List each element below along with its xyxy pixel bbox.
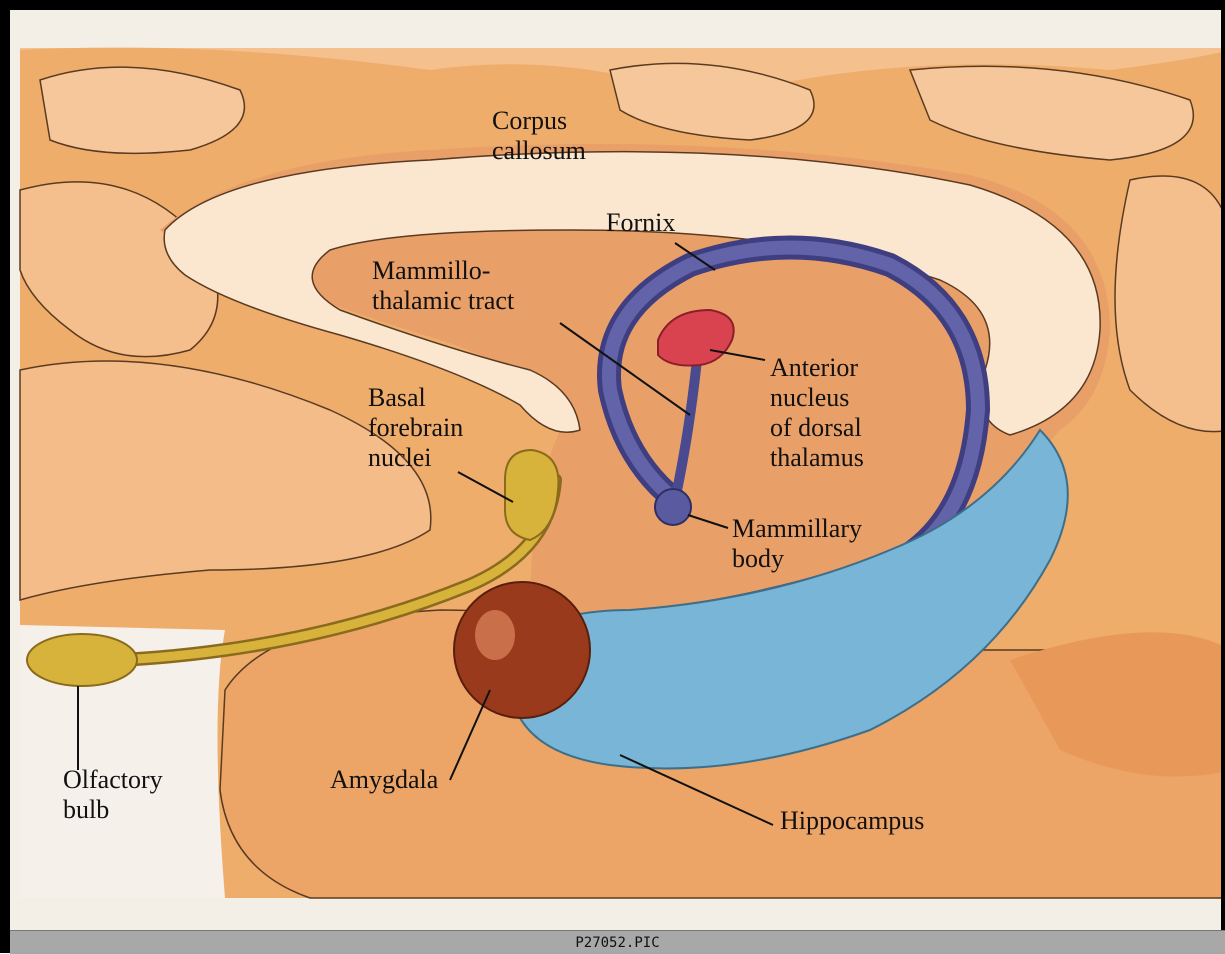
label-mammillary-body: Mammillary body [732,514,862,574]
mammillary-body-shape [655,489,691,525]
brain-limbic-system-illustration [10,10,1225,940]
label-amygdala: Amygdala [330,765,438,795]
label-hippocampus: Hippocampus [780,806,924,836]
label-basal-forebrain-nuclei: Basal forebrain nuclei [368,383,463,473]
label-anterior-nucleus: Anterior nucleus of dorsal thalamus [770,353,864,473]
status-filename: P27052.PIC [575,935,659,951]
label-mammillothalamic-tract: Mammillo- thalamic tract [372,256,514,316]
label-olfactory-bulb: Olfactory bulb [63,765,163,825]
label-corpus-callosum: Corpus callosum [492,106,586,166]
status-bar: P27052.PIC [10,930,1225,954]
window-right-border [1221,0,1225,930]
olfactory-bulb-shape [27,634,137,686]
amygdala-shape [454,582,590,718]
label-fornix: Fornix [606,208,675,238]
